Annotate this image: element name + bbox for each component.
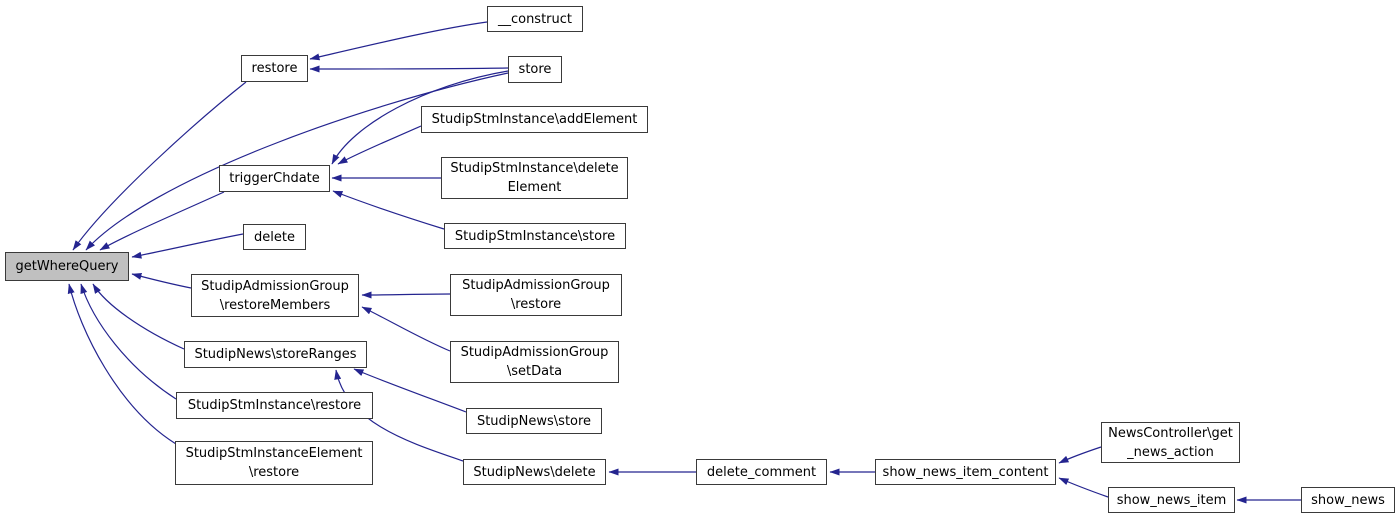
node-news-store[interactable]: StudipNews\store [466, 408, 602, 434]
node-deleteelement[interactable]: StudipStmInstance\delete Element [441, 157, 628, 199]
edge-showNewsItem-to-showNewsItemContent [1058, 477, 1109, 498]
edge-getNewsAction-to-showNewsItemContent [1058, 446, 1102, 464]
edge-stmRestore-to-getWhereQuery [80, 283, 177, 400]
node-setdata[interactable]: StudipAdmissionGroup \setData [450, 341, 619, 383]
edge-storeRanges-to-getWhereQuery [92, 283, 185, 350]
node-show-news-item-content[interactable]: show_news_item_content [875, 459, 1056, 485]
node-restoremembers[interactable]: StudipAdmissionGroup \restoreMembers [191, 274, 359, 317]
edge-store-to-triggerChdate [331, 70, 509, 165]
node-storeranges[interactable]: StudipNews\storeRanges [184, 341, 367, 368]
node-admissiongroup-restore[interactable]: StudipAdmissionGroup \restore [450, 274, 622, 316]
edge-stmElemRestore-to-getWhereQuery [67, 283, 177, 445]
edge-triggerChdate-to-getWhereQuery [99, 191, 225, 251]
edge-sagRestore-to-restoreMembers [361, 291, 451, 299]
node-restore[interactable]: restore [241, 55, 308, 82]
edge-restore-to-getWhereQuery [72, 81, 247, 251]
node-delete[interactable]: delete [243, 224, 306, 250]
edge-addElement-to-triggerChdate [337, 125, 422, 165]
node-show-news-item[interactable]: show_news_item [1108, 487, 1235, 513]
node-stminstance-store[interactable]: StudipStmInstance\store [444, 223, 626, 249]
edge-restoreMembers-to-getWhereQuery [131, 273, 192, 289]
node-get-news-action[interactable]: NewsController\get _news_action [1101, 422, 1240, 463]
edge-store-to-getWhereQuery [85, 72, 509, 251]
node-store[interactable]: store [508, 56, 562, 83]
node-stminstance-restore[interactable]: StudipStmInstance\restore [176, 392, 373, 419]
edge-stmStore-to-triggerChdate [332, 190, 445, 230]
node-triggerchdate[interactable]: triggerChdate [219, 165, 330, 192]
edge-newsStore-to-storeRanges [353, 368, 467, 413]
edge-construct-to-restore [309, 21, 488, 61]
node-construct[interactable]: __construct [487, 6, 583, 32]
edge-delete-to-getWhereQuery [131, 233, 244, 259]
edge-store-to-restore [309, 65, 509, 73]
node-stminstanceelement-restore[interactable]: StudipStmInstanceElement \restore [175, 441, 373, 485]
node-show-news[interactable]: show_news [1301, 487, 1395, 513]
node-getwherequery: getWhereQuery [5, 252, 129, 281]
edge-setData-to-restoreMembers [361, 306, 451, 352]
node-delete-comment[interactable]: delete_comment [696, 459, 827, 485]
node-addelement[interactable]: StudipStmInstance\addElement [421, 106, 648, 133]
edge-newsDelete-to-storeRanges [334, 369, 464, 462]
node-news-delete[interactable]: StudipNews\delete [463, 459, 606, 485]
